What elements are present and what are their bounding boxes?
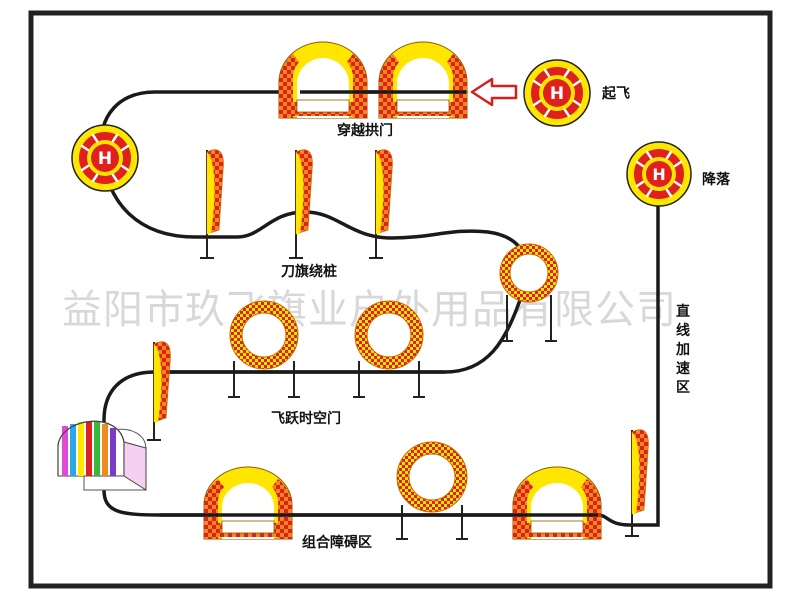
helipad-icon: H xyxy=(72,125,138,191)
label-flags: 刀旗绕桩 xyxy=(281,263,337,280)
arch-gate-icon xyxy=(204,467,292,539)
blade-flag-icon xyxy=(147,342,170,440)
arch-gate-icon xyxy=(513,467,601,539)
rainbow-tunnel-icon xyxy=(58,421,146,490)
label-rings: 飞跃时空门 xyxy=(271,410,341,427)
arch-gate-icon xyxy=(279,42,367,118)
label-combo: 组合障碍区 xyxy=(302,534,372,551)
arch-gate-icon xyxy=(379,42,467,118)
label-arches: 穿越拱门 xyxy=(337,122,393,139)
label-straight-char: 加 xyxy=(675,342,690,358)
label-straight-char: 直 xyxy=(676,303,690,320)
blade-flag-icon xyxy=(200,150,223,258)
label-straight: 直 线 加 速 区 xyxy=(675,303,690,396)
helipad-letter: H xyxy=(550,84,564,104)
helipad-icon: H xyxy=(524,60,590,126)
label-landing: 降落 xyxy=(702,171,731,188)
helipad-letter: H xyxy=(98,149,112,169)
blade-flag-icon xyxy=(289,150,312,258)
ring-gate-icon xyxy=(396,442,468,539)
blade-flag-icon xyxy=(625,430,648,536)
helipad-letter: H xyxy=(652,165,665,184)
label-straight-char: 线 xyxy=(676,322,690,339)
helipad-icon: H xyxy=(627,142,691,206)
ring-gate-icon xyxy=(353,301,425,397)
direction-arrow-icon xyxy=(472,79,516,105)
label-straight-char: 速 xyxy=(676,360,690,377)
label-straight-char: 区 xyxy=(676,380,690,396)
blade-flag-icon xyxy=(369,150,392,258)
ring-gate-icon xyxy=(228,301,300,397)
label-takeoff: 起飞 xyxy=(601,85,630,102)
